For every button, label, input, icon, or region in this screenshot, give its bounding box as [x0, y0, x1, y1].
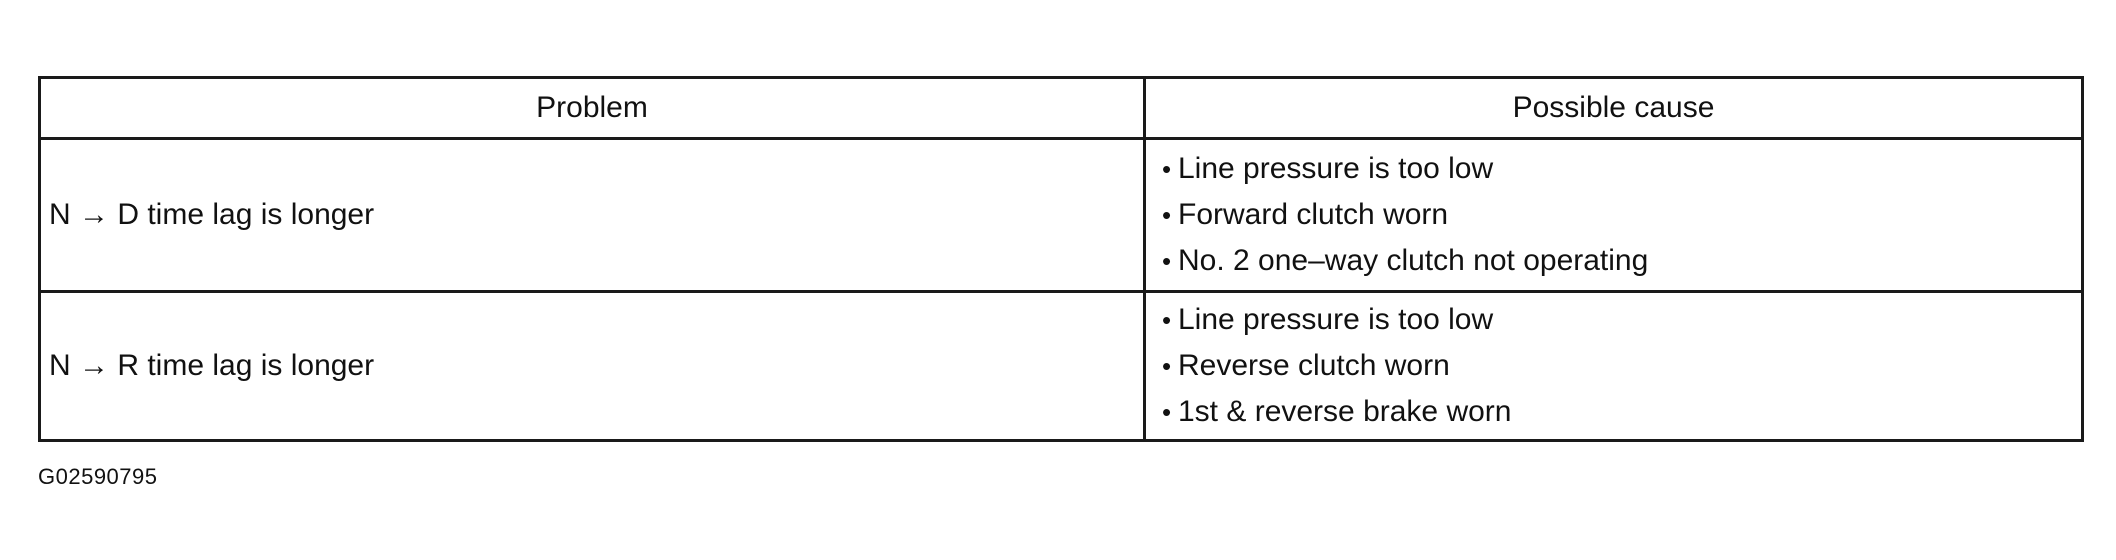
cause-text: Line pressure is too low — [1178, 152, 1494, 185]
cause-text: Line pressure is too low — [1178, 303, 1494, 336]
cause-text: Reverse clutch worn — [1178, 349, 1450, 382]
troubleshooting-table: Problem Possible cause N → D time lag is… — [38, 76, 2084, 442]
list-item: •Reverse clutch worn — [1162, 343, 2081, 389]
bullet-icon: • — [1162, 305, 1172, 335]
bullet-icon: • — [1162, 351, 1172, 381]
list-item: •Line pressure is too low — [1162, 146, 2081, 192]
header-row: Problem Possible cause — [38, 76, 2084, 140]
cause-text: No. 2 one–way clutch not operating — [1178, 244, 1649, 277]
cause-list: •Line pressure is too low •Forward clutc… — [1162, 146, 2081, 284]
problem-cell: N → D time lag is longer — [38, 137, 1146, 293]
cause-cell: •Line pressure is too low •Reverse clutc… — [1143, 290, 2084, 442]
figure-code: G02590795 — [38, 464, 158, 489]
bullet-icon: • — [1162, 154, 1172, 184]
table-row: N → R time lag is longer •Line pressure … — [38, 290, 2084, 442]
list-item: •Line pressure is too low — [1162, 297, 2081, 343]
list-item: •Forward clutch worn — [1162, 192, 2081, 238]
cause-column-header: Possible cause — [1143, 76, 2084, 140]
list-item: •No. 2 one–way clutch not operating — [1162, 238, 2081, 284]
cause-text: Forward clutch worn — [1178, 198, 1449, 231]
cause-text: 1st & reverse brake worn — [1178, 395, 1512, 428]
bullet-icon: • — [1162, 397, 1172, 427]
cause-list: •Line pressure is too low •Reverse clutc… — [1162, 297, 2081, 435]
problem-cell: N → R time lag is longer — [38, 290, 1146, 442]
table-row: N → D time lag is longer •Line pressure … — [38, 137, 2084, 293]
bullet-icon: • — [1162, 200, 1172, 230]
list-item: •1st & reverse brake worn — [1162, 389, 2081, 435]
problem-column-header: Problem — [38, 76, 1146, 140]
cause-cell: •Line pressure is too low •Forward clutc… — [1143, 137, 2084, 293]
bullet-icon: • — [1162, 246, 1172, 276]
